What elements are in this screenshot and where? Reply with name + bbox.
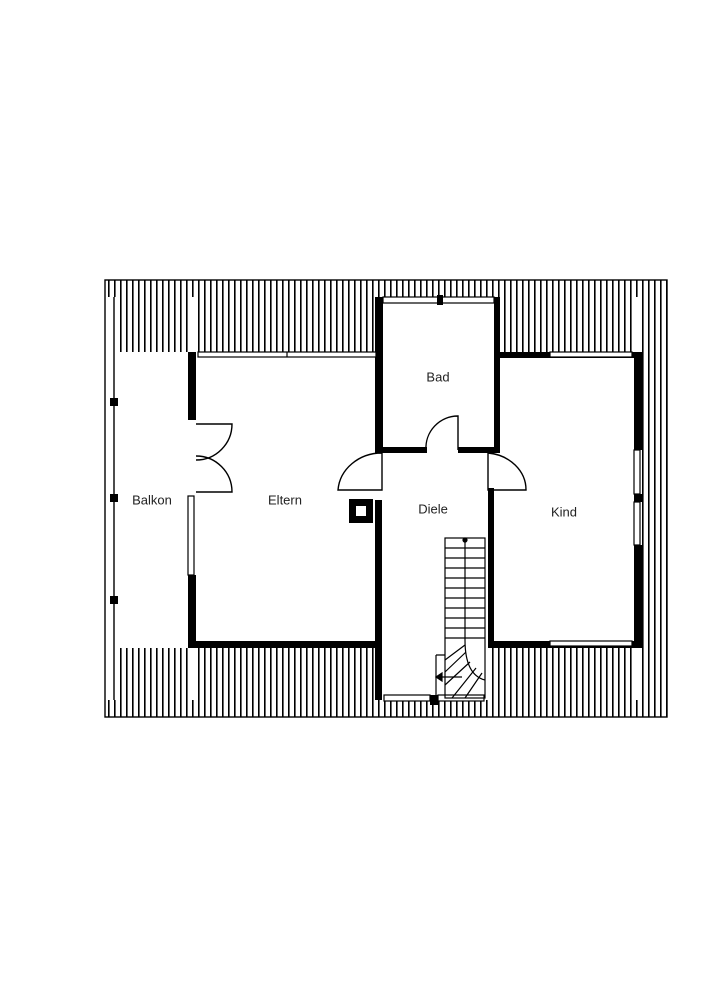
room-label-diele: Diele [418,501,448,516]
wall-eltern-bottom [188,641,380,648]
wall-eltern-left-upper [188,352,196,420]
window-kind-bottom [549,640,633,647]
wall-bad-left [378,297,383,452]
window-kind-right-upper [633,449,641,495]
wall-bad-right [494,297,500,452]
chimney-flue [356,506,366,516]
room-label-kind: Kind [551,504,577,519]
wall-eltern-left-lower [188,575,196,648]
door-eltern [337,452,383,491]
window-diele-bottom [383,694,431,702]
wall-kind-left [488,488,494,648]
window-kind-top [549,351,633,358]
room-label-balkon: Balkon [132,492,172,507]
wall-bad-bottom-left [378,447,427,453]
wall-diele-bottom [430,695,438,705]
wall-kind-right-upper [634,352,642,450]
window-kind-right-lower [633,501,641,546]
room-label-eltern: Eltern [268,492,302,507]
staircase [435,537,486,699]
wall-kind-right-lower [634,545,642,648]
window-balkon-door [187,495,195,576]
door-balkon [195,423,233,493]
wall-kind-right-mid [634,494,642,502]
stair-arrow [434,537,468,683]
door-kind [487,452,527,491]
room-label-bad: Bad [426,369,449,384]
balcony-railing [110,297,118,700]
doors [195,415,527,493]
wall-eltern-right-lower [375,500,382,700]
door-bad [425,415,459,451]
roof-hatching [104,279,668,718]
wall-bad-bottom-right [458,447,500,453]
